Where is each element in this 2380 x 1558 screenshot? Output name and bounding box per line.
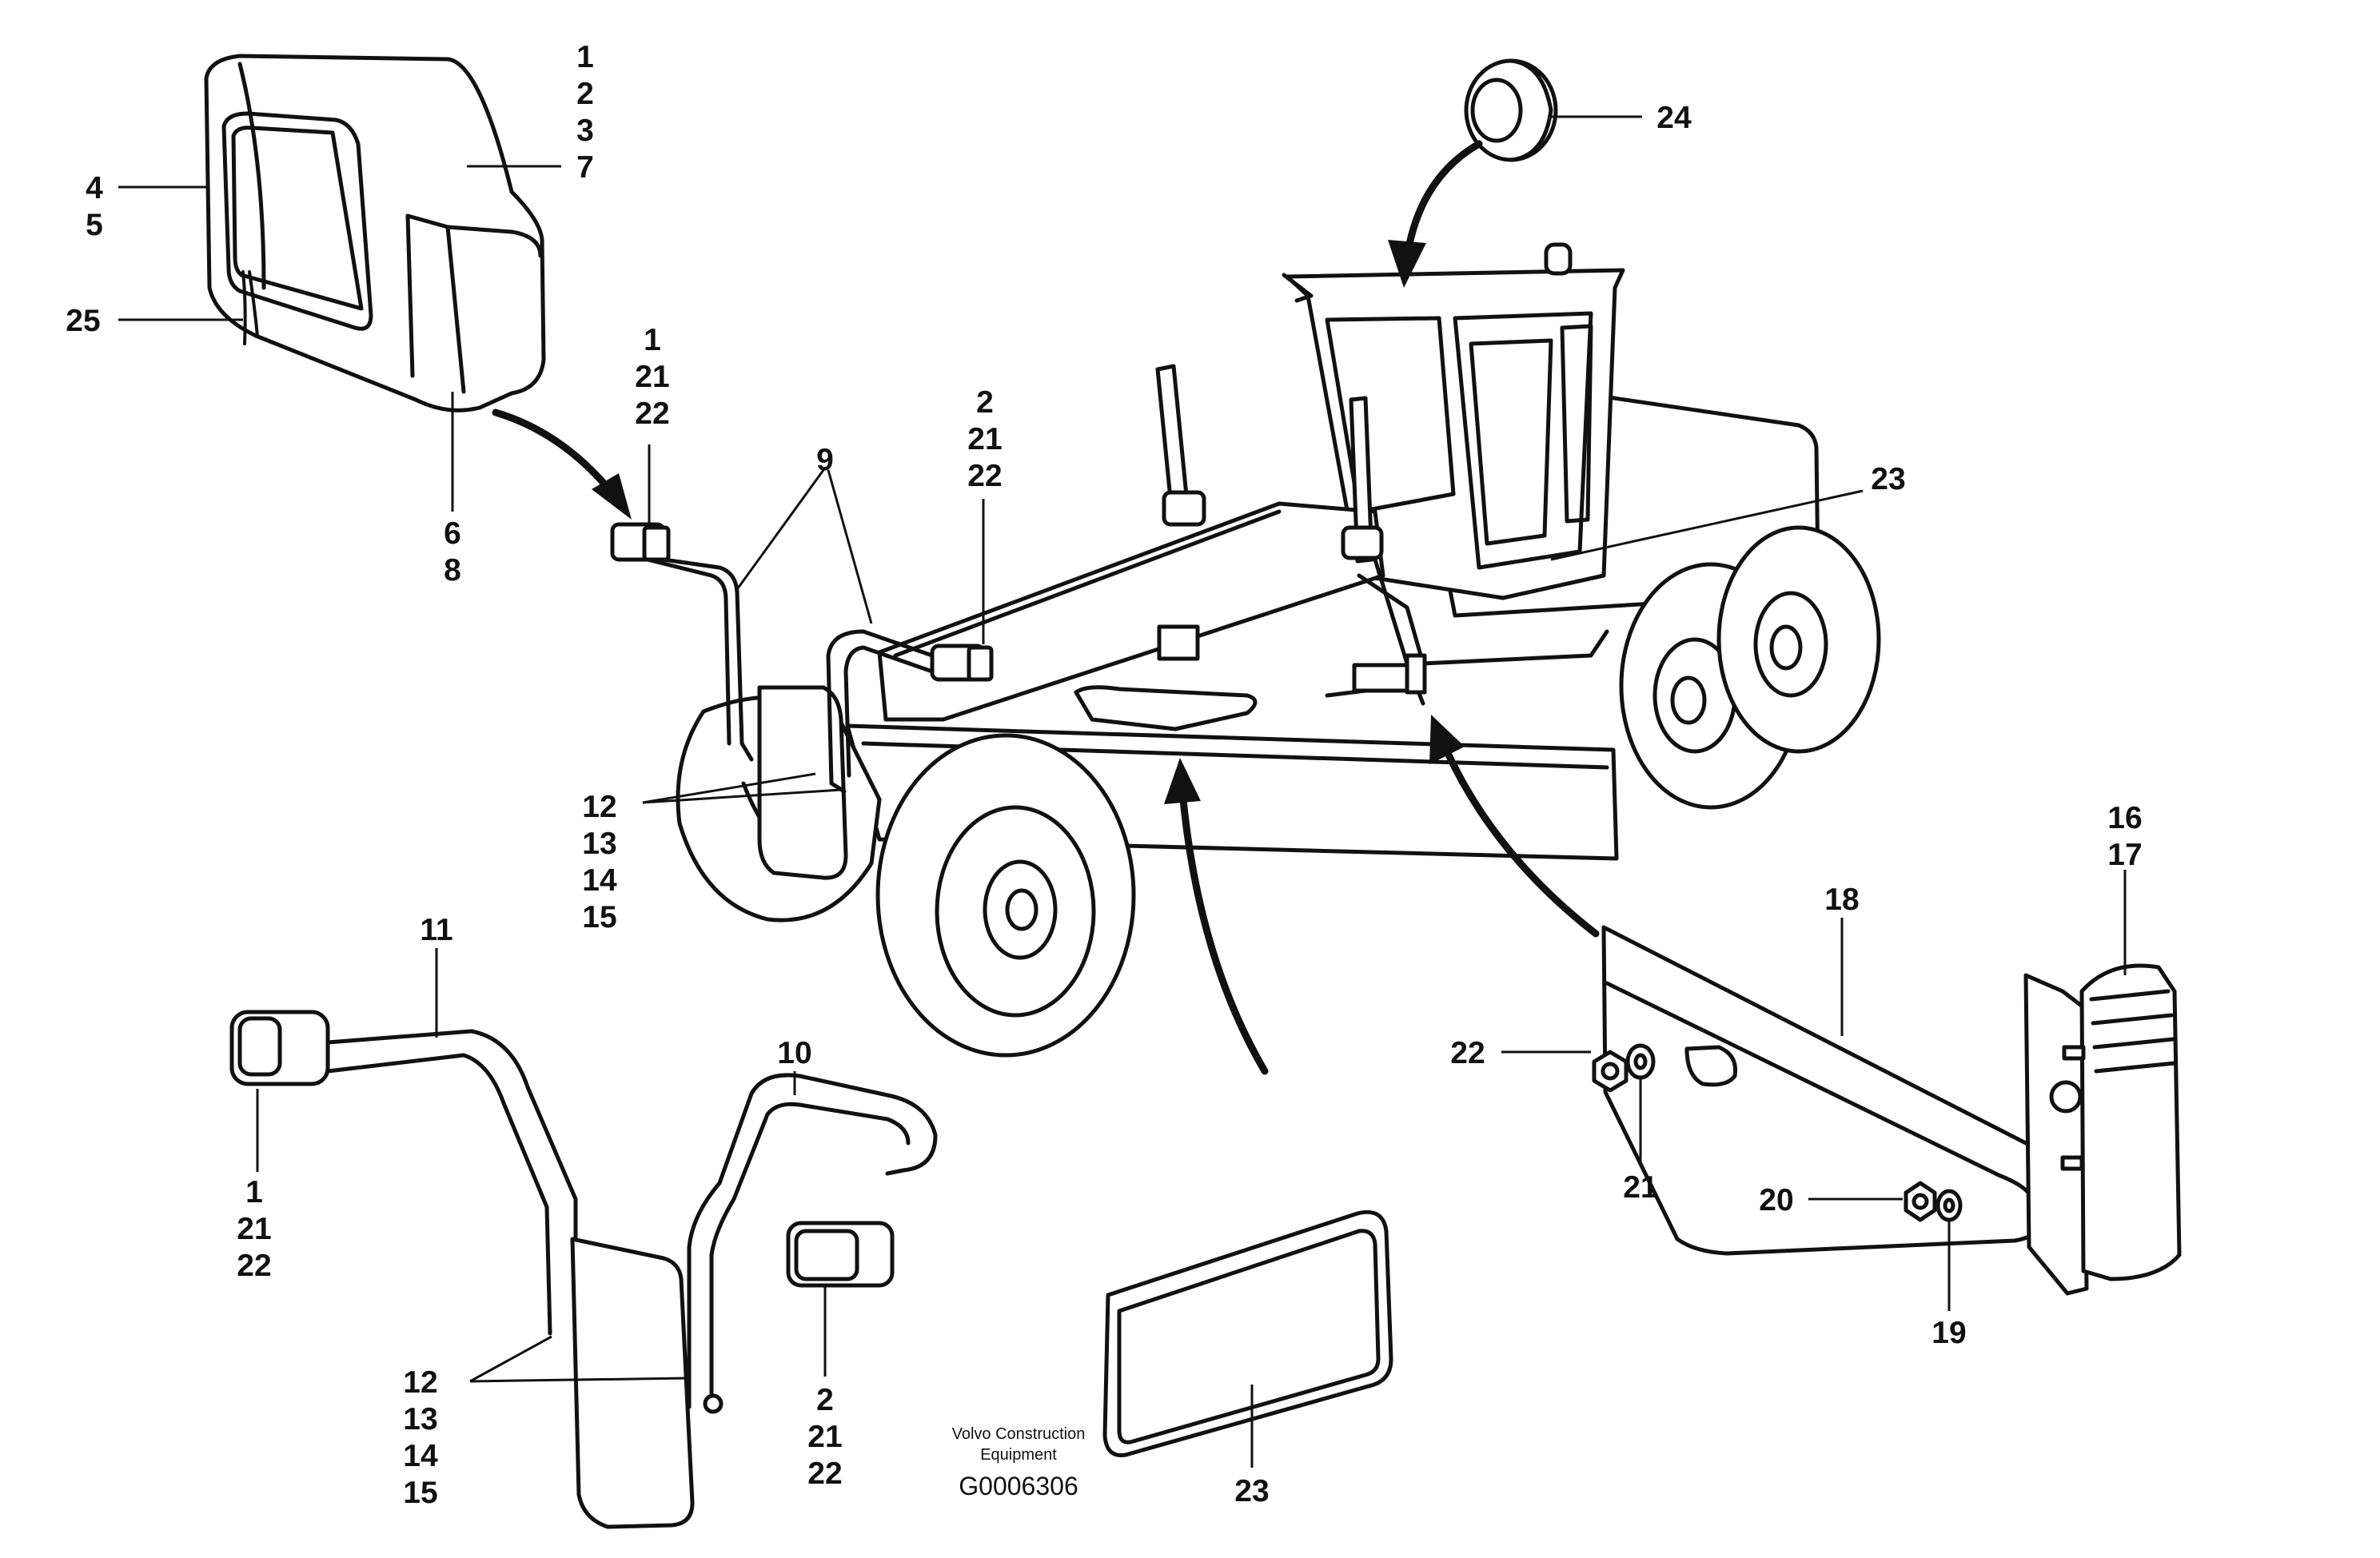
callout-1-2-3-7-line3: 3 bbox=[576, 114, 594, 148]
arrow-bracket-to-grader bbox=[1429, 715, 1600, 938]
callout-12-15-lower-line2: 13 bbox=[403, 1402, 437, 1436]
callout-2-21-22-lower-line1: 2 bbox=[816, 1383, 834, 1417]
callout-1-2-3-7-line2: 2 bbox=[576, 77, 594, 111]
callout-4-5-line2: 5 bbox=[86, 208, 103, 242]
callout-4-5-line1: 4 bbox=[86, 171, 103, 205]
callout-1-21-22-lower-line1: 1 bbox=[245, 1175, 263, 1209]
mirror-arm-10-detail bbox=[687, 1073, 938, 1414]
nut-22 bbox=[1592, 1050, 1629, 1093]
callout-2-21-22-upper-line2: 21 bbox=[967, 422, 1002, 456]
callout-12-15-upper-line1: 12 bbox=[582, 790, 616, 824]
callout-22-nut: 22 bbox=[1450, 1036, 1485, 1070]
callout-16-17-line2: 17 bbox=[2107, 838, 2142, 872]
callout-12-15-lower-line3: 14 bbox=[403, 1439, 438, 1473]
work-lamp-detail bbox=[204, 54, 546, 412]
callout-18: 18 bbox=[1824, 883, 1859, 917]
caption-manufacturer-line2: Equipment bbox=[980, 1446, 1057, 1464]
rear-lamp-bracket-18-detail bbox=[1601, 925, 2182, 1296]
callout-12-15-lower-line1: 12 bbox=[403, 1365, 437, 1400]
callout-19-washer: 19 bbox=[1932, 1316, 1966, 1350]
callout-16-17-line1: 16 bbox=[2107, 801, 2142, 835]
callout-12-15-upper-line3: 14 bbox=[582, 863, 617, 898]
callout-2-21-22-upper-line1: 2 bbox=[976, 385, 994, 420]
reflector-23-detail bbox=[1102, 1209, 1393, 1457]
figure-caption: Volvo Construction Equipment G0006306 bbox=[952, 1425, 1086, 1500]
washer-21 bbox=[1625, 1043, 1656, 1080]
callout-6-8-line1: 6 bbox=[444, 516, 461, 551]
front-lamp-brackets bbox=[610, 522, 994, 794]
arrow-cap-to-cab bbox=[1388, 140, 1483, 288]
callout-2-21-22-lower-line2: 21 bbox=[807, 1420, 842, 1454]
callout-12-15-upper-line4: 15 bbox=[582, 900, 616, 934]
caption-figure-code: G0006306 bbox=[959, 1472, 1078, 1500]
arrow-lamp-to-grader bbox=[492, 408, 632, 520]
leader-lines bbox=[118, 115, 2127, 1468]
callout-24: 24 bbox=[1656, 101, 1692, 135]
callout-25: 25 bbox=[66, 304, 100, 338]
callout-23-lower: 23 bbox=[1234, 1474, 1269, 1508]
callout-12-15-upper-line2: 13 bbox=[582, 827, 616, 861]
callout-2-21-22-lower-line3: 22 bbox=[807, 1456, 842, 1491]
mirror-plate-detail bbox=[570, 1237, 695, 1529]
motor-grader-illustration bbox=[676, 242, 1881, 1058]
callout-12-15-lower-line4: 15 bbox=[403, 1476, 437, 1510]
callout-23-upper: 23 bbox=[1871, 462, 1905, 496]
callout-20-nut: 20 bbox=[1759, 1183, 1793, 1217]
callout-1-21-22-upper-line1: 1 bbox=[644, 323, 661, 357]
callout-9: 9 bbox=[816, 443, 834, 477]
callout-1-21-22-upper-line3: 22 bbox=[635, 396, 669, 431]
washer-19 bbox=[1935, 1189, 1963, 1222]
callout-11: 11 bbox=[420, 913, 452, 947]
nut-20 bbox=[1904, 1181, 1937, 1222]
callout-1-2-3-7-line1: 1 bbox=[576, 40, 594, 74]
callout-1-21-22-upper-line2: 21 bbox=[635, 360, 669, 394]
callout-1-2-3-7-line4: 7 bbox=[576, 150, 594, 185]
callout-labels: 1 2 3 7 4 5 25 6 8 1 21 22 9 2 21 22 24 … bbox=[66, 40, 2142, 1510]
callout-21-washer: 21 bbox=[1623, 1170, 1657, 1205]
caption-manufacturer-line1: Volvo Construction bbox=[952, 1425, 1086, 1443]
mirror-arm-11-detail bbox=[229, 1010, 578, 1345]
callout-1-21-22-lower-line3: 22 bbox=[237, 1249, 271, 1283]
callout-6-8-line2: 8 bbox=[444, 553, 461, 588]
callout-2-21-22-upper-line3: 22 bbox=[967, 459, 1002, 493]
callout-1-21-22-lower-line2: 21 bbox=[237, 1212, 271, 1246]
cap-part bbox=[1464, 58, 1558, 162]
callout-10: 10 bbox=[777, 1036, 811, 1070]
arrow-reflector-to-grader bbox=[1164, 758, 1269, 1075]
